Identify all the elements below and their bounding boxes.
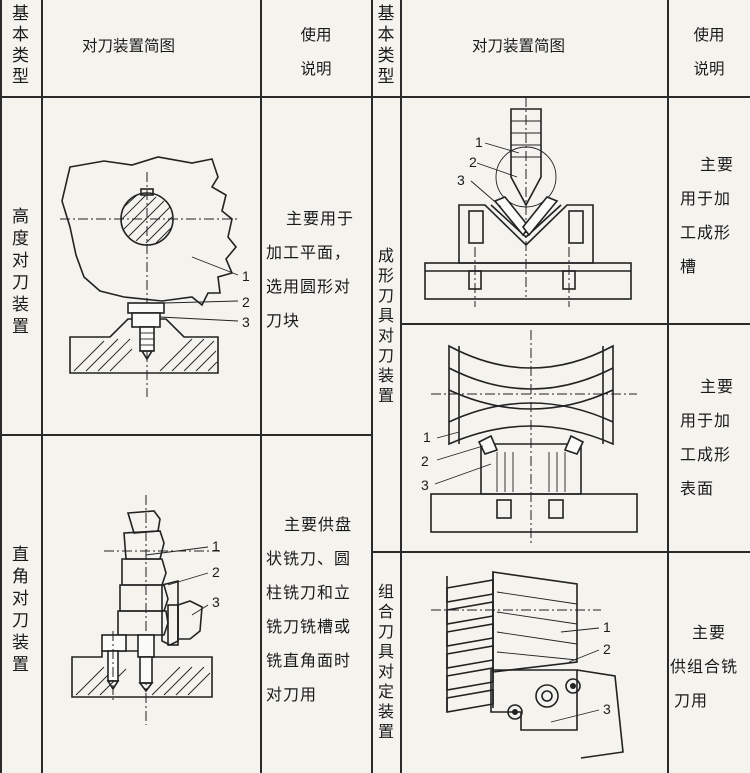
header-diagram-label: 对刀装置简图: [82, 37, 176, 55]
diagram-combo-tool: 1 2 3: [431, 571, 624, 759]
callout-1: 1: [423, 429, 431, 445]
callout-1: 1: [242, 268, 250, 284]
grid-line: [260, 0, 262, 773]
callout-1: 1: [603, 619, 611, 635]
callout-2: 2: [603, 641, 611, 657]
type-form-tool-setting: 成形 刀具 对刀 装置: [377, 246, 394, 405]
type-combo-tool-setting: 组合 刀具 对定 装置: [377, 582, 394, 741]
row-rule: [371, 551, 750, 553]
table-border-left: [0, 0, 2, 773]
diagram-form-surface: 1 2 3: [421, 330, 638, 544]
callout-3: 3: [603, 701, 611, 717]
grid-line: [400, 0, 402, 773]
header-usage-label: 使用说明: [300, 26, 332, 78]
callout-3: 3: [421, 477, 429, 493]
callout-2: 2: [469, 154, 477, 170]
callout-2: 2: [421, 453, 429, 469]
callout-2: 2: [212, 564, 220, 580]
header-usage-label-right: 使用说明: [693, 26, 725, 78]
usage-form-slot: 主要 用于加 工成形 槽: [680, 155, 735, 276]
diagram-height-setting: 1 2 3: [60, 156, 250, 397]
header-diagram-label-right: 对刀装置简图: [472, 37, 566, 55]
grid-line: [41, 0, 43, 773]
diagram-right-angle-setting: 1 2 3: [71, 495, 220, 725]
callout-1: 1: [212, 538, 220, 554]
usage-right-angle-setting: 主要供盘 状铣刀、圆 柱铣刀和立 铣刀铣槽或 铣直角面时 对刀用: [266, 515, 353, 704]
header-type-label-right: 基本 类型: [377, 4, 395, 87]
grid-line: [667, 0, 669, 773]
diagram-form-slot: 1 2 3: [424, 97, 632, 307]
usage-height-setting: 主要用于 加工平面， 选用圆形对 刀块: [266, 209, 355, 330]
callout-1: 1: [475, 134, 483, 150]
type-right-angle-setting: 直角 对刀 装置: [12, 545, 29, 675]
callout-3: 3: [457, 172, 465, 188]
header-type-label: 基本 类型: [12, 4, 29, 87]
header-rule: [0, 96, 750, 98]
usage-form-surface: 主要 用于加 工成形 表面: [680, 377, 735, 498]
callout-3: 3: [212, 594, 220, 610]
callout-3: 3: [242, 314, 250, 330]
type-height-setting: 高度 对刀 装置: [12, 207, 29, 337]
row-rule: [400, 323, 750, 325]
usage-combo-tool: 主要 供组合铣 刀用: [670, 623, 739, 710]
row-rule: [0, 434, 371, 436]
callout-2: 2: [242, 294, 250, 310]
grid-line: [371, 0, 373, 773]
